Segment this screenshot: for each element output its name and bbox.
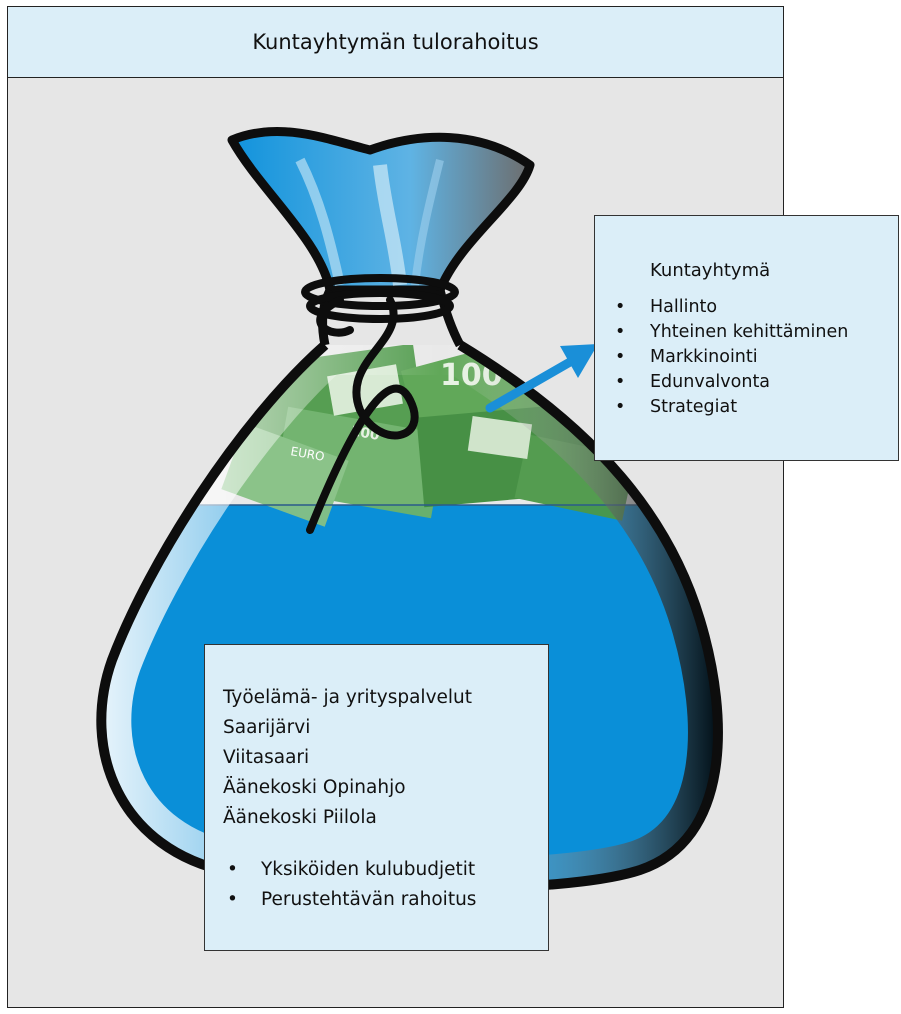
unit-line: Saarijärvi xyxy=(223,717,311,738)
page-title: Kuntayhtymän tulorahoitus xyxy=(252,30,539,54)
unit-line: Työelämä- ja yrityspalvelut xyxy=(223,687,473,708)
units-box: Työelämä- ja yrityspalvelut Saarijärvi V… xyxy=(204,644,549,951)
kuntayhtyma-list: Hallinto Yhteinen kehittäminen Markkinoi… xyxy=(595,295,898,420)
banknote-label: EURO xyxy=(289,444,325,464)
list-item: Hallinto xyxy=(595,295,898,320)
list-item: Yhteinen kehittäminen xyxy=(595,320,898,345)
list-item: Markkinointi xyxy=(595,345,898,370)
list-item: Strategiat xyxy=(595,395,898,420)
unit-line: Äänekoski Piilola xyxy=(223,807,377,828)
unit-line: Äänekoski Opinahjo xyxy=(223,777,406,798)
list-item: Edunvalvonta xyxy=(595,370,898,395)
title-bar: Kuntayhtymän tulorahoitus xyxy=(7,6,784,78)
box-heading: Kuntayhtymä xyxy=(650,260,771,281)
list-item: Yksiköiden kulubudjetit xyxy=(223,855,548,885)
arrow xyxy=(485,344,598,413)
bag-string xyxy=(301,274,459,534)
kuntayhtyma-box: Kuntayhtymä Hallinto Yhteinen kehittämin… xyxy=(594,215,899,461)
list-item: Perustehtävän rahoitus xyxy=(223,885,548,915)
unit-line: Viitasaari xyxy=(223,747,310,768)
units-bullet-list: Yksiköiden kulubudjetit Perustehtävän ra… xyxy=(223,855,548,915)
